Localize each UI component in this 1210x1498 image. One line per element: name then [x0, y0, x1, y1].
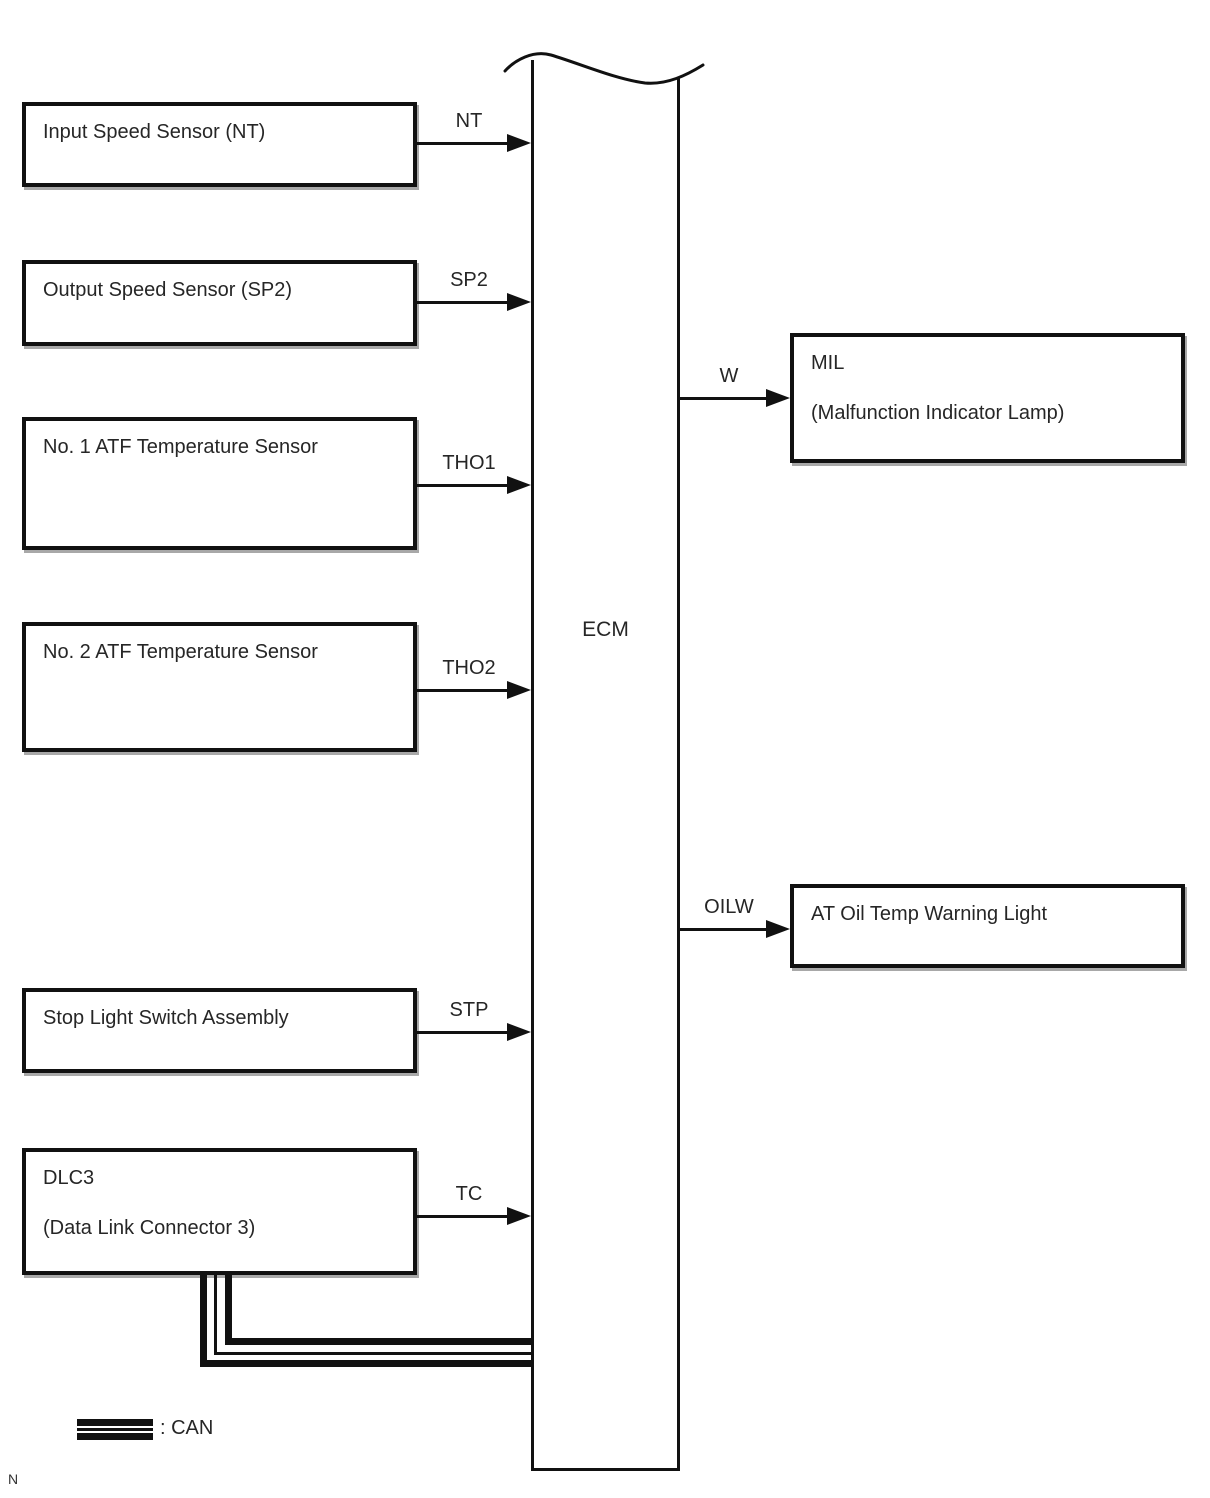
block-dlc3: DLC3 (Data Link Connector 3) [22, 1148, 417, 1275]
block-output-speed-sensor: Output Speed Sensor (SP2) [22, 260, 417, 346]
signal-label-sp2: SP2 [450, 269, 488, 291]
block-label: MIL [811, 352, 845, 374]
block-label-line2: (Malfunction Indicator Lamp) [811, 402, 1065, 424]
arrow-tho2 [417, 689, 511, 692]
arrowhead-nt-icon [507, 134, 531, 152]
signal-label-stp: STP [449, 999, 489, 1021]
arrow-nt [417, 142, 511, 145]
signal-label-nt: NT [455, 110, 483, 132]
can-bus-line-outer [200, 1275, 532, 1367]
block-label: Input Speed Sensor (NT) [43, 121, 266, 143]
arrow-stp [417, 1031, 511, 1034]
signal-label-w: W [719, 365, 739, 387]
ecm-left-edge [531, 60, 534, 1471]
ecm-bottom-edge [531, 1468, 680, 1471]
block-no2-atf-temp-sensor: No. 2 ATF Temperature Sensor [22, 622, 417, 752]
block-label-line2: (Data Link Connector 3) [43, 1217, 256, 1239]
signal-label-tc: TC [455, 1183, 483, 1205]
arrowhead-tho1-icon [507, 476, 531, 494]
legend-label: : CAN [160, 1417, 214, 1439]
arrow-tc [417, 1215, 511, 1218]
ecm-right-edge [677, 78, 680, 1471]
block-label: No. 2 ATF Temperature Sensor [43, 641, 318, 663]
can-bus-symbol-icon [77, 1419, 153, 1440]
ecm-torn-edge [503, 52, 705, 85]
arrow-tho1 [417, 484, 511, 487]
arrowhead-stp-icon [507, 1023, 531, 1041]
signal-label-tho2: THO2 [442, 657, 496, 679]
block-label: AT Oil Temp Warning Light [811, 903, 1048, 925]
arrowhead-w-icon [766, 389, 790, 407]
signal-label-tho1: THO1 [442, 452, 496, 474]
block-label: Output Speed Sensor (SP2) [43, 279, 293, 301]
block-label: DLC3 [43, 1167, 95, 1189]
arrowhead-tc-icon [507, 1207, 531, 1225]
block-at-oil-temp-warning-light: AT Oil Temp Warning Light [790, 884, 1185, 968]
arrow-oilw [680, 928, 766, 931]
block-no1-atf-temp-sensor: No. 1 ATF Temperature Sensor [22, 417, 417, 550]
arrowhead-sp2-icon [507, 293, 531, 311]
block-label: Stop Light Switch Assembly [43, 1007, 289, 1029]
arrow-sp2 [417, 301, 511, 304]
signal-label-oilw: OILW [704, 896, 754, 918]
block-mil: MIL (Malfunction Indicator Lamp) [790, 333, 1185, 463]
can-bus-line-inner [225, 1275, 532, 1345]
footnote-n: N [8, 1471, 19, 1487]
arrow-w [680, 397, 766, 400]
block-stop-light-switch: Stop Light Switch Assembly [22, 988, 417, 1073]
ecm-label: ECM [582, 618, 629, 641]
block-label: No. 1 ATF Temperature Sensor [43, 436, 318, 458]
arrowhead-tho2-icon [507, 681, 531, 699]
block-input-speed-sensor: Input Speed Sensor (NT) [22, 102, 417, 187]
can-bus-line-middle [214, 1275, 532, 1355]
arrowhead-oilw-icon [766, 920, 790, 938]
